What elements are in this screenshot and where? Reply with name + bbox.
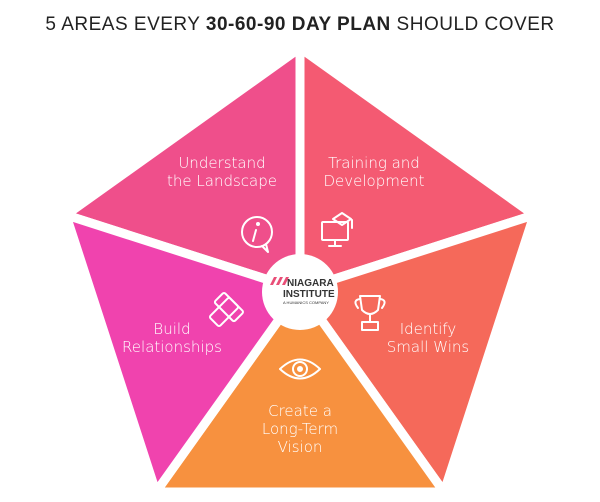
logo-tagline: A HUMANICS COMPANY	[283, 300, 329, 305]
title-prefix: 5 AREAS EVERY	[45, 14, 206, 35]
niagara-institute-logo: NIAGARA INSTITUTE A HUMANICS COMPANY	[270, 277, 335, 305]
handshake-icon	[208, 292, 244, 328]
title-suffix: SHOULD COVER	[390, 14, 555, 35]
label-understand-2: the Landscape	[167, 172, 277, 190]
label-wins-2: Small Wins	[387, 338, 469, 356]
logo-line1: NIAGARA	[287, 278, 334, 289]
logo-line2: INSTITUTE	[283, 289, 335, 300]
info-speech-bubble-icon	[241, 216, 273, 253]
label-training-1: Training and	[328, 154, 420, 172]
segment-relationships	[59, 208, 308, 502]
label-understand-1: Understand	[178, 154, 265, 172]
label-vision-3: Vision	[278, 438, 323, 456]
label-relationships-2: Relationships	[122, 338, 222, 356]
center-circle	[262, 254, 338, 330]
page-title: 5 AREAS EVERY 30-60-90 DAY PLAN SHOULD C…	[0, 14, 600, 36]
title-bold: 30-60-90 DAY PLAN	[205, 14, 391, 35]
label-vision-2: Long-Term	[262, 420, 338, 438]
eye-icon	[279, 358, 321, 380]
label-relationships-1: Build	[153, 320, 190, 338]
label-wins-1: Identify	[400, 320, 457, 338]
trophy-icon	[354, 295, 386, 331]
label-vision-1: Create a	[268, 402, 332, 420]
computer-graduation-cap-icon	[321, 212, 353, 247]
label-training-2: Development	[324, 172, 425, 190]
